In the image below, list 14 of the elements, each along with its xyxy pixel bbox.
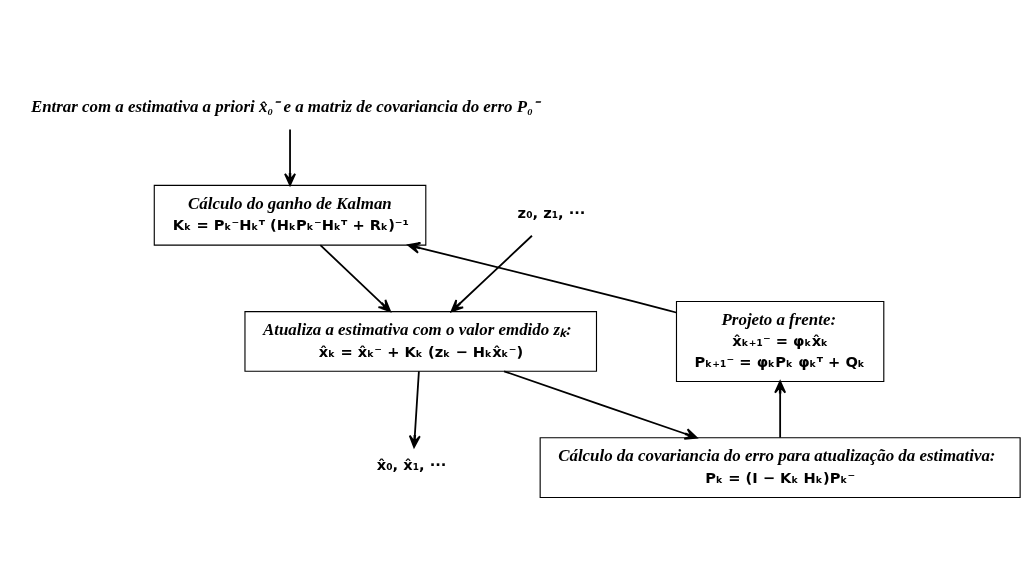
arrow [774,380,787,438]
arrow [450,234,533,312]
node-text: x̂₀, x̂₁, ··· [376,455,447,473]
arrow [284,128,296,186]
node-box: Cálculo do ganho de Kalman Kₖ = Pₖ⁻Hₖᵀ (HₖPₖ⁻Hₖᵀ + Rₖ)⁻¹ [153,184,427,246]
arrow [408,369,421,448]
node-text: z₀, z₁, ··· [517,203,586,221]
node-box: Cálculo da covariancia do erro para atualização da estimativa: Pₖ = (I − Kₖ Hₖ)Pₖ⁻ [539,436,1021,498]
arrow [503,369,698,440]
node-box: Atualiza a estimativa com o valor emdido zₖ: x̂ₖ = x̂ₖ⁻ + Kₖ (zₖ − Hₖx̂ₖ⁻) [244,310,598,372]
arrow [319,243,392,312]
arrow [407,241,678,313]
node-text: Entrar com a estimativa a priori x̂₀⁻ e a matriz de covariancia do erro P₀⁻ [30,96,539,116]
node-box: Projeto a frente: x̂ₖ₊₁⁻ = φₖx̂ₖ Pₖ₊₁⁻ = φₖPₖ φₖᵀ + Qₖ [675,300,885,382]
